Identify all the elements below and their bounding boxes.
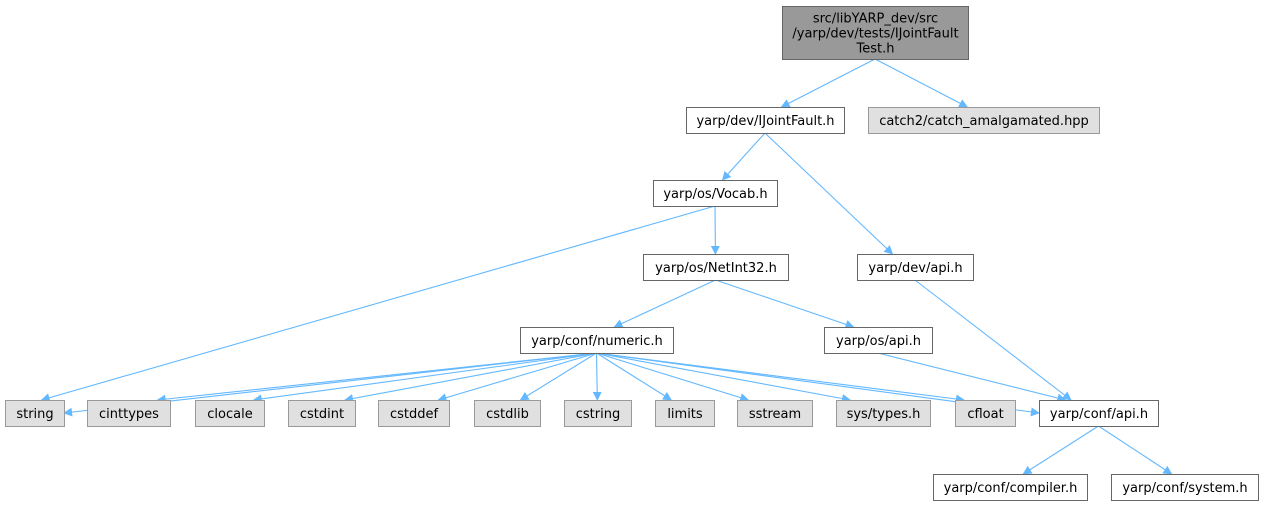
node-label-confapi: yarp/conf/api.h — [1050, 407, 1148, 422]
node-box-root — [782, 6, 969, 60]
node-box-netint32 — [643, 254, 789, 281]
edge-numeric-to-cstring — [592, 352, 602, 401]
node-box-system — [1111, 474, 1259, 501]
node-box-cinttypes — [87, 400, 171, 427]
node-cfloat: cfloat — [955, 400, 1016, 427]
node-clocale: clocale — [195, 400, 265, 427]
node-cstdint: cstdint — [288, 400, 356, 427]
node-box-cstdlib — [474, 400, 541, 427]
node-box-systypes — [836, 400, 931, 427]
edge-ijointfault-to-vocab — [721, 132, 766, 181]
node-box-cstring — [564, 400, 632, 427]
edge-numeric-to-sstream — [596, 352, 750, 402]
node-devapi[interactable]: yarp/dev/api.h — [857, 254, 974, 281]
edge-confapi-to-system — [1098, 425, 1173, 475]
node-numeric[interactable]: yarp/conf/numeric.h — [520, 327, 674, 354]
node-netint32[interactable]: yarp/os/NetInt32.h — [643, 254, 789, 281]
node-label-systypes: sys/types.h — [847, 407, 921, 422]
node-systypes: sys/types.h — [836, 400, 931, 427]
edge-devapi-to-confapi — [914, 279, 1072, 401]
node-ijointfault[interactable]: yarp/dev/IJointFault.h — [686, 107, 845, 134]
node-root: src/libYARP_dev/src/yarp/dev/tests/IJoin… — [782, 6, 969, 60]
node-label-cstdlib: cstdlib — [486, 407, 529, 422]
node-label-string: string — [16, 407, 53, 422]
edge-numeric-to-limits — [596, 352, 673, 401]
node-box-osapi — [824, 327, 933, 354]
node-label-cstdint: cstdint — [300, 407, 344, 422]
node-box-limits — [655, 400, 715, 427]
edge-root-to-ijointfault — [780, 58, 876, 108]
edge-root-to-catch2 — [874, 58, 969, 108]
node-label-clocale: clocale — [207, 407, 252, 422]
node-label-root-line-3: Test.h — [856, 42, 895, 57]
node-label-netint32: yarp/os/NetInt32.h — [655, 261, 777, 276]
node-limits: limits — [655, 400, 715, 427]
edge-netint32-to-numeric — [613, 279, 716, 328]
node-compiler[interactable]: yarp/conf/compiler.h — [933, 474, 1088, 501]
node-box-string — [5, 400, 65, 427]
node-box-vocab — [653, 180, 778, 207]
node-cstring: cstring — [564, 400, 632, 427]
node-label-system: yarp/conf/system.h — [1122, 481, 1247, 496]
node-label-root-line-1: src/libYARP_dev/src — [813, 12, 938, 27]
node-box-clocale — [195, 400, 265, 427]
node-label-cstring: cstring — [576, 407, 620, 422]
node-box-ijointfault — [686, 107, 845, 134]
node-label-cinttypes: cinttypes — [99, 407, 159, 422]
node-box-cfloat — [955, 400, 1016, 427]
edge-confapi-to-compiler — [1022, 425, 1099, 475]
edge-numeric-to-cstddef — [437, 352, 597, 403]
nodes-layer: src/libYARP_dev/src/yarp/dev/tests/IJoin… — [5, 6, 1259, 501]
node-label-compiler: yarp/conf/compiler.h — [944, 481, 1078, 496]
node-label-osapi: yarp/os/api.h — [836, 334, 921, 349]
edge-netint32-to-osapi — [715, 279, 855, 329]
node-label-cfloat: cfloat — [967, 407, 1003, 422]
node-sstream: sstream — [737, 400, 813, 427]
edge-numeric-to-cstdint — [344, 352, 597, 403]
node-confapi[interactable]: yarp/conf/api.h — [1039, 400, 1159, 427]
node-string: string — [5, 400, 65, 427]
node-box-sstream — [737, 400, 813, 427]
node-box-numeric — [520, 327, 674, 354]
node-label-cstddef: cstddef — [390, 407, 439, 422]
edge-numeric-to-systypes — [596, 352, 851, 403]
node-cstddef: cstddef — [378, 400, 450, 427]
node-box-confapi — [1039, 400, 1159, 427]
node-box-compiler — [933, 474, 1088, 501]
node-label-limits: limits — [667, 407, 703, 422]
node-osapi[interactable]: yarp/os/api.h — [824, 327, 933, 354]
edge-numeric-to-cstdlib — [519, 352, 597, 401]
edges-layer — [40, 58, 1173, 475]
edge-osapi-to-confapi — [877, 352, 1067, 403]
node-label-sstream: sstream — [749, 407, 801, 422]
edge-ijointfault-to-devapi — [764, 132, 894, 255]
node-box-catch2 — [868, 107, 1100, 134]
edge-vocab-to-string — [40, 205, 716, 403]
node-label-numeric: yarp/conf/numeric.h — [531, 334, 663, 349]
edge-numeric-to-cinttypes — [156, 352, 597, 404]
node-label-devapi: yarp/dev/api.h — [868, 261, 962, 276]
node-label-ijointfault: yarp/dev/IJointFault.h — [696, 114, 834, 129]
node-catch2: catch2/catch_amalgamated.hpp — [868, 107, 1100, 134]
node-cinttypes: cinttypes — [87, 400, 171, 427]
node-label-root-line-2: /yarp/dev/tests/IJointFault — [792, 27, 958, 42]
node-label-vocab: yarp/os/Vocab.h — [663, 187, 767, 202]
node-vocab[interactable]: yarp/os/Vocab.h — [653, 180, 778, 207]
node-box-devapi — [857, 254, 974, 281]
node-box-cstddef — [378, 400, 450, 427]
node-cstdlib: cstdlib — [474, 400, 541, 427]
node-box-cstdint — [288, 400, 356, 427]
node-system[interactable]: yarp/conf/system.h — [1111, 474, 1259, 501]
node-label-catch2: catch2/catch_amalgamated.hpp — [879, 114, 1089, 129]
edge-numeric-to-clocale — [252, 352, 597, 404]
